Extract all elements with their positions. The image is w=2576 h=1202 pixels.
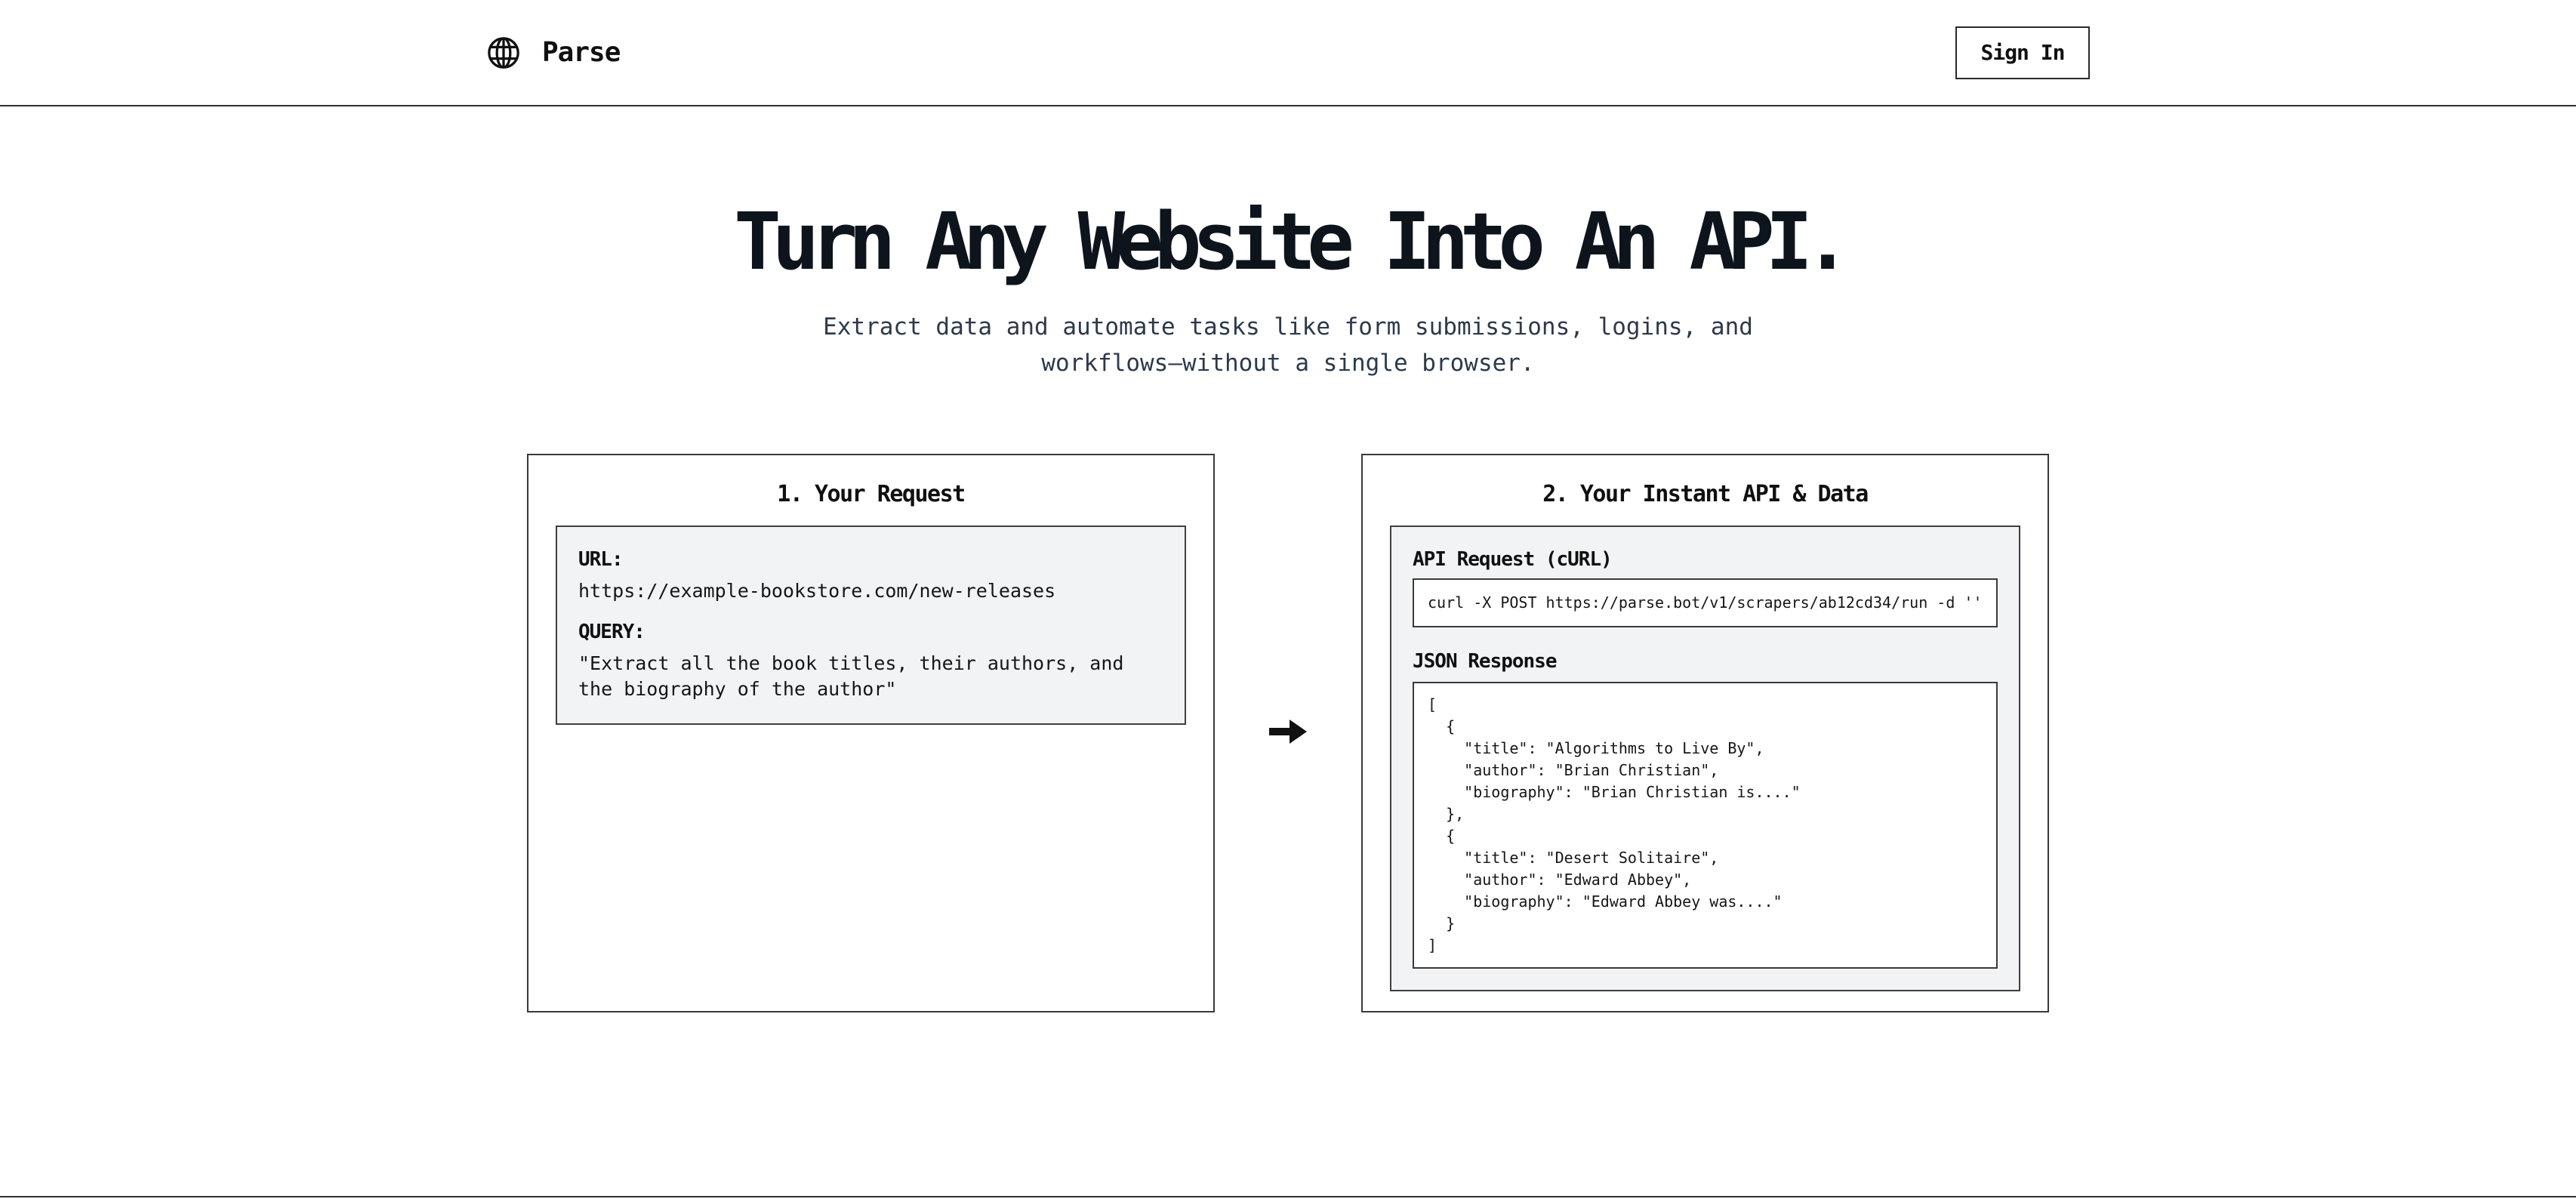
- response-card: 2. Your Instant API & Data API Request (…: [1361, 454, 2049, 1012]
- curl-command: curl -X POST https://parse.bot/v1/scrape…: [1428, 593, 1983, 612]
- header: Parse Sign In: [0, 0, 2576, 106]
- right-arrow-icon: [1269, 718, 1307, 748]
- brand-name: Parse: [542, 37, 621, 68]
- request-panel: URL: https://example-bookstore.com/new-r…: [556, 525, 1186, 725]
- url-value: https://example-bookstore.com/new-releas…: [578, 580, 1056, 602]
- json-response: [ { "title": "Algorithms to Live By", "a…: [1428, 695, 1801, 954]
- url-label: URL:: [578, 548, 624, 571]
- request-card: 1. Your Request URL: https://example-boo…: [527, 454, 1215, 1012]
- page-title: Turn Any Website Into An API.: [734, 196, 1851, 288]
- response-panel: API Request (cURL) curl -X POST https://…: [1390, 525, 2020, 991]
- sign-in-button[interactable]: Sign In: [1955, 26, 2090, 79]
- header-container: Parse Sign In: [486, 0, 2090, 105]
- curl-label: API Request (cURL): [1413, 548, 1613, 571]
- footer-divider: [0, 1196, 2576, 1202]
- transform-arrow: [1269, 454, 1307, 1012]
- brand-logo[interactable]: Parse: [486, 35, 621, 70]
- globe-icon: [486, 35, 521, 70]
- query-value: "Extract all the book titles, their auth…: [578, 652, 1124, 700]
- response-card-title: 2. Your Instant API & Data: [1542, 481, 1869, 507]
- hero-section: Turn Any Website Into An API. Extract da…: [0, 106, 2576, 381]
- json-response-box: [ { "title": "Algorithms to Live By", "a…: [1413, 682, 1998, 969]
- curl-command-box: curl -X POST https://parse.bot/v1/scrape…: [1413, 578, 1998, 627]
- request-card-title: 1. Your Request: [777, 481, 966, 507]
- page-subtitle: Extract data and automate tasks like for…: [823, 313, 1753, 377]
- json-response-label: JSON Response: [1413, 650, 1558, 673]
- demo-cards-row: 1. Your Request URL: https://example-boo…: [527, 454, 2049, 1012]
- query-label: QUERY:: [578, 621, 646, 643]
